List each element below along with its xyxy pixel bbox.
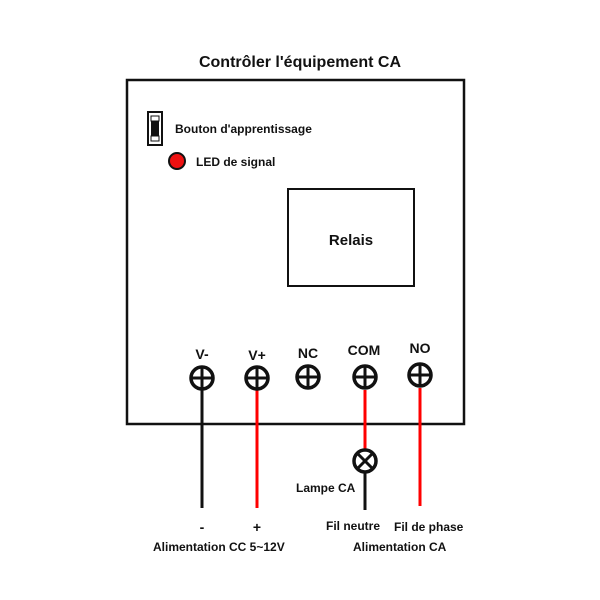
learn-button-icon: [147, 111, 163, 146]
terminal-label-v-plus: V+: [248, 347, 266, 363]
dc-supply-caption: Alimentation CC 5~12V: [153, 540, 285, 554]
lamp-label: Lampe CA: [296, 481, 356, 495]
ac-supply-caption: Alimentation CA: [353, 540, 447, 554]
terminal-label-no: NO: [410, 340, 431, 356]
diagram-title: Contrôler l'équipement CA: [199, 54, 401, 71]
terminal-screw-v-plus-icon: [244, 365, 270, 391]
led-icon: [168, 152, 186, 170]
terminal-screw-com-icon: [352, 364, 378, 390]
controller-module-box: [125, 78, 466, 426]
neutral-wire-label: Fil neutre: [326, 519, 380, 533]
dc-minus-label: -: [200, 519, 205, 535]
terminal-label-v-minus: V-: [195, 346, 209, 362]
relay-box: [287, 188, 415, 287]
led-label: LED de signal: [196, 155, 275, 169]
dc-plus-label: +: [253, 519, 261, 535]
terminal-label-com: COM: [348, 342, 381, 358]
terminal-label-nc: NC: [298, 345, 318, 361]
terminal-screw-nc-icon: [295, 364, 321, 390]
terminal-screw-v-minus-icon: [189, 365, 215, 391]
phase-wire-label: Fil de phase: [394, 520, 464, 534]
relay-label: Relais: [329, 232, 373, 249]
ac-lamp-icon: [352, 448, 378, 474]
terminal-screw-no-icon: [407, 362, 433, 388]
learn-button-label: Bouton d'apprentissage: [175, 122, 312, 136]
